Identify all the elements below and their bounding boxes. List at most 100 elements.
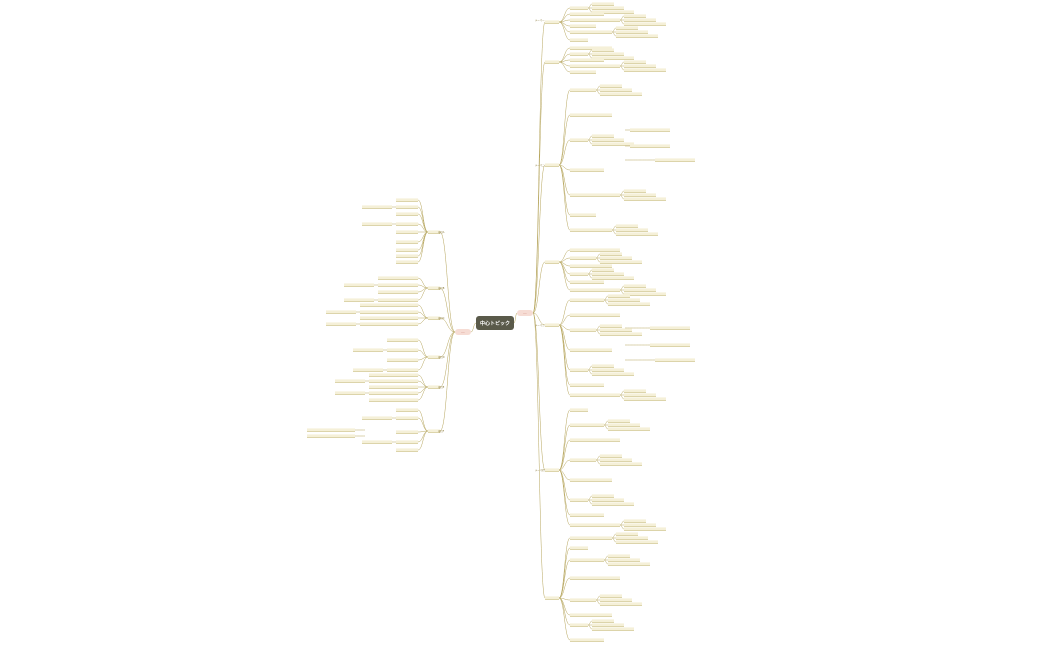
left-sub-topic[interactable] bbox=[396, 448, 418, 452]
left-leaf-topic[interactable] bbox=[335, 391, 365, 395]
left-sub-topic[interactable] bbox=[369, 379, 418, 383]
left-sub-topic[interactable] bbox=[396, 222, 418, 226]
right-sub-topic[interactable] bbox=[570, 536, 612, 540]
right-sub-topic[interactable] bbox=[570, 248, 620, 252]
right-sub-topic[interactable] bbox=[570, 18, 620, 22]
main-branch-right[interactable]: … bbox=[517, 310, 533, 316]
right-main-topic[interactable] bbox=[545, 163, 559, 167]
right-leaf-topic[interactable] bbox=[608, 298, 640, 302]
right-sub-topic[interactable] bbox=[570, 30, 612, 34]
right-detail-topic[interactable] bbox=[655, 358, 695, 362]
right-sub-topic[interactable] bbox=[570, 6, 588, 10]
right-sub-topic[interactable] bbox=[570, 58, 604, 62]
right-leaf-topic[interactable] bbox=[616, 536, 648, 540]
right-detail-topic[interactable] bbox=[630, 144, 670, 148]
left-main-topic[interactable] bbox=[428, 286, 440, 290]
right-sub-topic[interactable] bbox=[570, 64, 620, 68]
left-sub-topic[interactable] bbox=[396, 248, 418, 252]
right-sub-topic[interactable] bbox=[570, 264, 612, 268]
right-leaf-topic[interactable] bbox=[592, 272, 624, 276]
right-leaf-topic[interactable] bbox=[600, 252, 622, 256]
right-leaf-topic[interactable] bbox=[600, 256, 632, 260]
left-leaf-topic[interactable] bbox=[362, 205, 392, 209]
right-leaf-topic[interactable] bbox=[600, 598, 632, 602]
left-sub-topic[interactable] bbox=[378, 290, 418, 294]
left-sub-topic[interactable] bbox=[369, 373, 418, 377]
right-detail-topic[interactable] bbox=[650, 326, 690, 330]
right-leaf-topic[interactable] bbox=[600, 88, 632, 92]
right-leaf-topic[interactable] bbox=[592, 56, 634, 60]
right-sub-topic[interactable] bbox=[570, 408, 588, 412]
right-sub-topic[interactable] bbox=[570, 498, 588, 502]
left-sub-topic[interactable] bbox=[369, 398, 418, 402]
topic-label-left-3[interactable]: 項目C bbox=[438, 317, 445, 320]
right-leaf-topic[interactable] bbox=[616, 30, 648, 34]
right-leaf-topic[interactable] bbox=[592, 368, 624, 372]
left-leaf-topic[interactable] bbox=[326, 322, 356, 326]
right-leaf-topic[interactable] bbox=[592, 52, 624, 56]
right-leaf-topic[interactable] bbox=[608, 558, 640, 562]
right-leaf-topic[interactable] bbox=[624, 60, 646, 64]
right-leaf-topic[interactable] bbox=[624, 527, 666, 531]
left-sub-topic[interactable] bbox=[396, 198, 418, 202]
right-leaf-topic[interactable] bbox=[616, 228, 648, 232]
right-leaf-topic[interactable] bbox=[608, 554, 630, 558]
right-sub-topic[interactable] bbox=[570, 458, 596, 462]
right-sub-topic[interactable] bbox=[570, 52, 588, 56]
right-leaf-topic[interactable] bbox=[600, 92, 642, 96]
right-detail-topic[interactable] bbox=[650, 343, 690, 347]
right-main-topic[interactable] bbox=[545, 60, 559, 64]
right-sub-topic[interactable] bbox=[570, 256, 596, 260]
right-sub-topic[interactable] bbox=[570, 168, 604, 172]
left-main-topic[interactable] bbox=[428, 355, 440, 359]
topic-label-left-2[interactable]: 項目B bbox=[438, 287, 445, 290]
left-sub-topic[interactable] bbox=[369, 385, 418, 389]
right-sub-topic[interactable] bbox=[570, 598, 596, 602]
right-leaf-topic[interactable] bbox=[624, 389, 646, 393]
right-sub-topic[interactable] bbox=[570, 513, 604, 517]
right-sub-topic[interactable] bbox=[570, 478, 612, 482]
left-leaf-topic[interactable] bbox=[353, 348, 383, 352]
right-leaf-topic[interactable] bbox=[592, 138, 624, 142]
right-leaf-topic[interactable] bbox=[592, 10, 634, 14]
right-leaf-topic[interactable] bbox=[624, 68, 666, 72]
right-sub-topic[interactable] bbox=[570, 523, 620, 527]
left-leaf-topic[interactable] bbox=[362, 416, 392, 420]
right-leaf-topic[interactable] bbox=[608, 423, 640, 427]
left-sub-topic[interactable] bbox=[387, 338, 418, 342]
right-main-topic[interactable] bbox=[545, 260, 559, 264]
right-leaf-topic[interactable] bbox=[600, 454, 622, 458]
right-leaf-topic[interactable] bbox=[624, 288, 656, 292]
left-sub-topic[interactable] bbox=[387, 348, 418, 352]
right-leaf-topic[interactable] bbox=[624, 189, 646, 193]
left-sub-topic[interactable] bbox=[396, 408, 418, 412]
right-sub-topic[interactable] bbox=[570, 88, 596, 92]
right-detail-topic[interactable] bbox=[655, 158, 695, 162]
right-leaf-topic[interactable] bbox=[616, 532, 638, 536]
left-sub-topic[interactable] bbox=[396, 230, 418, 234]
left-leaf-topic[interactable] bbox=[353, 368, 383, 372]
left-leaf-topic[interactable] bbox=[344, 283, 374, 287]
left-sub-topic[interactable] bbox=[378, 298, 418, 302]
right-leaf-topic[interactable] bbox=[608, 294, 630, 298]
left-main-topic[interactable] bbox=[428, 316, 440, 320]
left-leaf-topic[interactable] bbox=[335, 379, 365, 383]
left-sub-topic[interactable] bbox=[396, 440, 418, 444]
right-leaf-topic[interactable] bbox=[600, 332, 642, 336]
right-leaf-topic[interactable] bbox=[616, 224, 638, 228]
left-leaf-topic[interactable] bbox=[344, 298, 374, 302]
left-sub-topic[interactable] bbox=[396, 260, 418, 264]
left-sub-topic[interactable] bbox=[396, 430, 418, 434]
right-sub-topic[interactable] bbox=[570, 558, 604, 562]
right-leaf-topic[interactable] bbox=[592, 268, 614, 272]
right-main-topic[interactable] bbox=[545, 468, 559, 472]
right-leaf-topic[interactable] bbox=[608, 419, 630, 423]
left-sub-topic[interactable] bbox=[396, 416, 418, 420]
left-sub-topic[interactable] bbox=[396, 240, 418, 244]
right-sub-topic[interactable] bbox=[570, 438, 620, 442]
right-leaf-topic[interactable] bbox=[592, 6, 624, 10]
left-sub-topic[interactable] bbox=[360, 310, 418, 314]
right-sub-topic[interactable] bbox=[570, 228, 612, 232]
right-sub-topic[interactable] bbox=[570, 423, 604, 427]
right-leaf-topic[interactable] bbox=[592, 364, 614, 368]
